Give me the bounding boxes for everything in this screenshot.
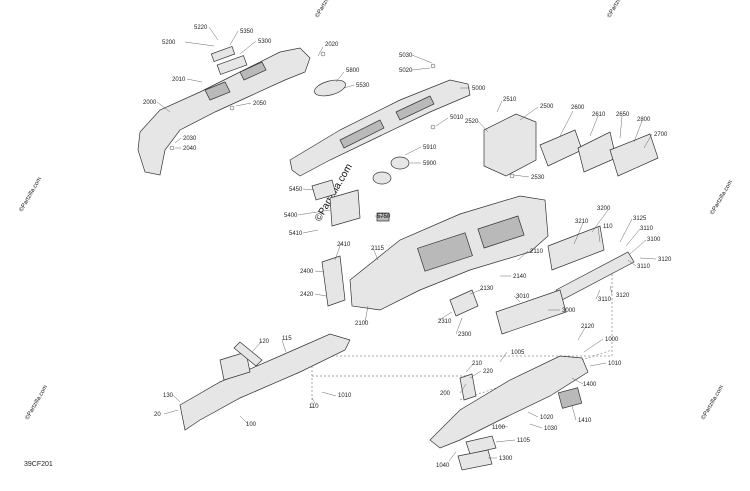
- callout-1040: 1040: [436, 463, 450, 469]
- callout-3125: 3125: [633, 216, 647, 222]
- part-1000-lower-console: [429, 355, 589, 471]
- callout-2300: 2300: [458, 332, 472, 338]
- callout-5400: 5400: [284, 213, 298, 219]
- callout-2610: 2610: [592, 112, 606, 118]
- callout-3110: 3110: [598, 297, 612, 303]
- callout-2520: 2520: [465, 119, 479, 125]
- callout-5000: 5000: [472, 86, 486, 92]
- callout-3120: 3120: [658, 257, 672, 263]
- callout-1020: 1020: [540, 415, 554, 421]
- callout-3000: 3000: [562, 308, 576, 314]
- part-2100-main-dashboard: [321, 195, 549, 317]
- callout-1030: 1030: [544, 426, 558, 432]
- callout-2650: 2650: [616, 112, 630, 118]
- callout-115: 115: [282, 336, 292, 342]
- callout-100: 100: [246, 422, 257, 428]
- callout-labels: 5220 5200 5350 5300 2020 2010 2000 2050 …: [143, 25, 672, 469]
- callout-2510: 2510: [503, 97, 517, 103]
- callout-5300: 5300: [258, 39, 272, 45]
- callout-2600: 2600: [571, 105, 585, 111]
- callout-3210: 3210: [575, 219, 589, 225]
- callout-2500: 2500: [540, 104, 554, 110]
- callout-2050: 2050: [253, 101, 267, 107]
- callout-3110: 3110: [640, 226, 654, 232]
- callout-210: 210: [472, 361, 483, 367]
- callout-1005: 1005: [511, 350, 525, 356]
- callout-2030: 2030: [183, 136, 197, 142]
- watermark-text: ©Partzilla.com: [709, 179, 734, 216]
- callout-2400: 2400: [300, 269, 314, 275]
- callout-2010: 2010: [172, 77, 186, 83]
- part-2500-cluster: [483, 113, 659, 179]
- callout-110: 110: [603, 224, 613, 230]
- watermark-text: ©Partzilla.com: [606, 0, 631, 19]
- part-3200-glovebox: [495, 225, 635, 335]
- callout-5800: 5800: [346, 68, 360, 74]
- leader-lines: [156, 26, 657, 462]
- callout-5910: 5910: [423, 145, 437, 151]
- callout-5020: 5020: [399, 68, 413, 74]
- callout-1010: 1010: [338, 393, 352, 399]
- callout-3110: 3110: [637, 264, 651, 270]
- part-100-lower-frame: [179, 333, 351, 431]
- callout-1100: 1100: [492, 425, 506, 431]
- callout-130: 130: [163, 393, 174, 399]
- callout-3010: 3010: [516, 294, 530, 300]
- callout-2130: 2130: [480, 286, 494, 292]
- watermark-text: ©Partzilla.com: [700, 384, 725, 421]
- callout-110: 110: [309, 404, 319, 410]
- part-5000-upper-cover: [289, 63, 471, 177]
- callout-3200: 3200: [597, 206, 611, 212]
- diagram-reference-code: 39CF201: [24, 461, 53, 468]
- callout-2700: 2700: [654, 132, 668, 138]
- callout-2140: 2140: [513, 274, 527, 280]
- callout-1400: 1400: [583, 382, 597, 388]
- callout-220: 220: [483, 369, 494, 375]
- callout-5450: 5450: [289, 187, 303, 193]
- watermark-text: ©Partzilla.com: [24, 384, 49, 421]
- callout-1410: 1410: [578, 418, 592, 424]
- callout-2100: 2100: [355, 321, 369, 327]
- callout-2120: 2120: [581, 324, 595, 330]
- callout-2420: 2420: [300, 292, 314, 298]
- callout-5750: 5750: [377, 214, 391, 220]
- callout-2000: 2000: [143, 100, 157, 106]
- callout-2310: 2310: [438, 319, 452, 325]
- callout-5530: 5530: [356, 83, 370, 89]
- callout-20: 20: [154, 412, 161, 418]
- part-5900-vents: [311, 156, 410, 227]
- callout-1010: 1010: [608, 361, 622, 367]
- callout-2800: 2800: [637, 117, 651, 123]
- callout-1105: 1105: [517, 438, 531, 444]
- watermarks: ©Partzilla.com ©Partzilla.com ©Partzilla…: [18, 0, 734, 421]
- callout-3120: 3120: [616, 293, 630, 299]
- callout-2115: 2115: [371, 246, 385, 252]
- callout-2530: 2530: [531, 175, 545, 181]
- watermark-text: ©Partzilla.com: [314, 0, 339, 19]
- callout-5220: 5220: [194, 25, 208, 31]
- callout-3100: 3100: [647, 237, 661, 243]
- callout-2040: 2040: [183, 146, 197, 152]
- callout-2410: 2410: [337, 242, 351, 248]
- callout-2110: 2110: [530, 249, 544, 255]
- callout-1000: 1000: [605, 337, 619, 343]
- callout-5030: 5030: [399, 53, 413, 59]
- callout-2020: 2020: [325, 42, 339, 48]
- part-2000-upper-trim: [137, 46, 326, 176]
- callout-5900: 5900: [423, 161, 437, 167]
- callout-1300: 1300: [499, 456, 513, 462]
- callout-5010: 5010: [450, 115, 464, 121]
- callout-200: 200: [440, 391, 451, 397]
- callout-5200: 5200: [162, 40, 176, 46]
- callout-5410: 5410: [289, 231, 303, 237]
- watermark-text: ©Partzilla.com: [18, 176, 43, 213]
- callout-120: 120: [259, 339, 270, 345]
- callout-5350: 5350: [240, 29, 254, 35]
